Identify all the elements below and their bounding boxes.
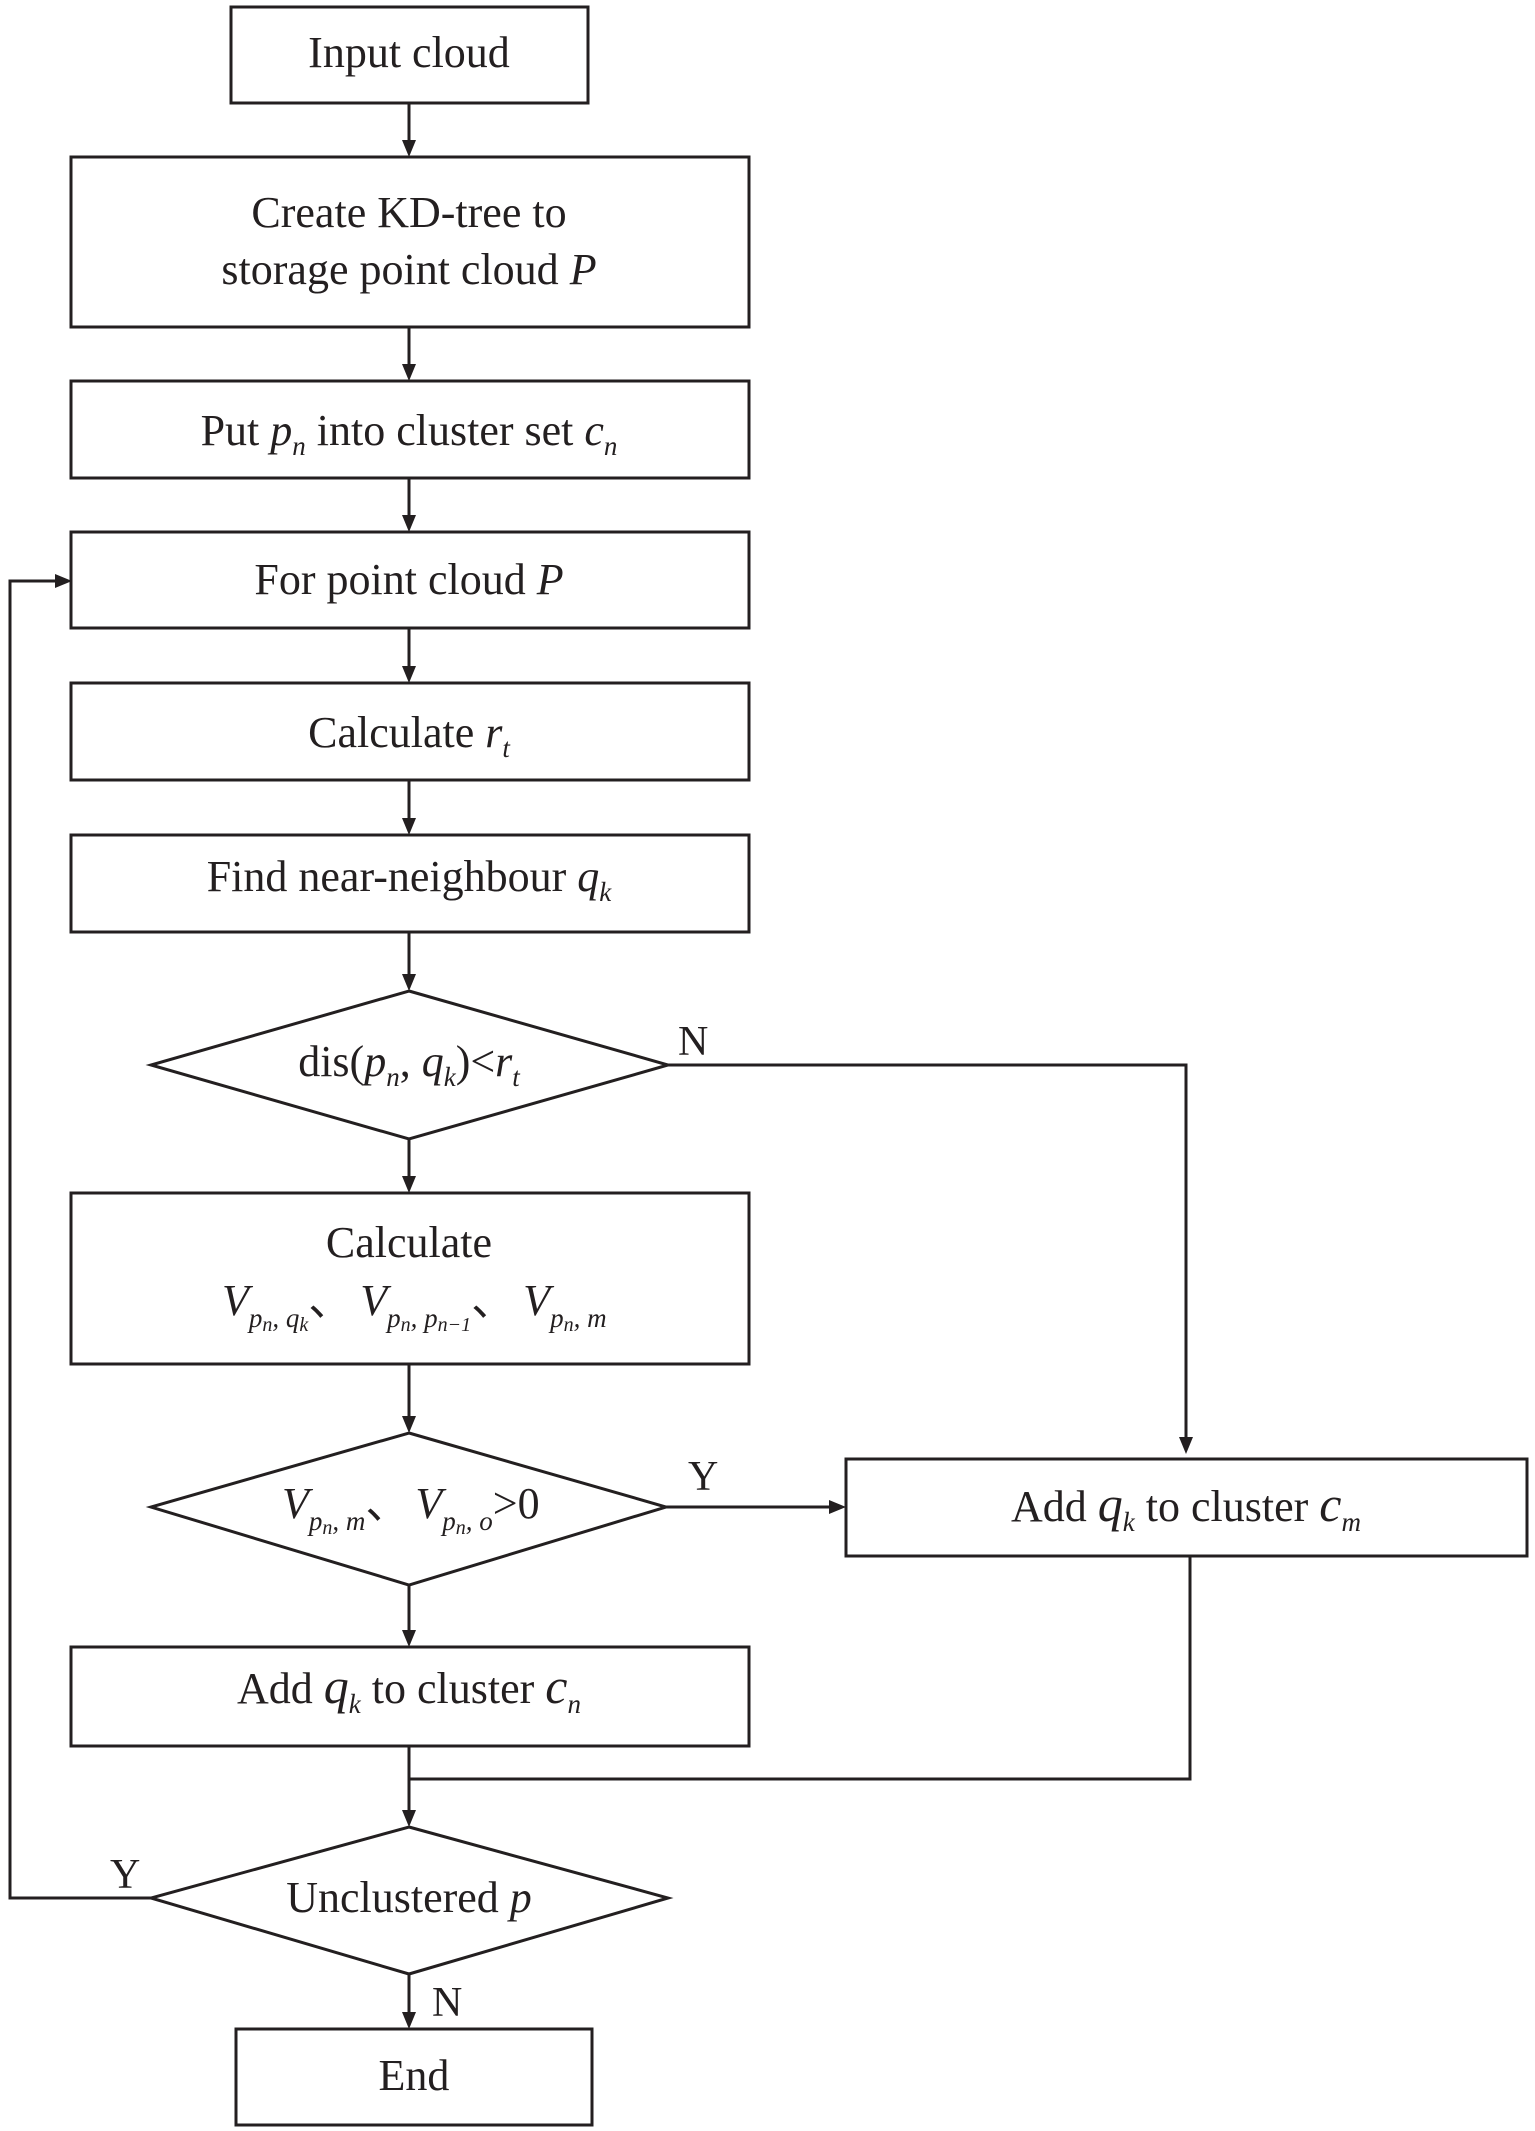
node-calculate-vectors: Calculate Vpn, qk、Vpn, pn−1、Vpn, m (69, 1191, 751, 1366)
dis-label: dis(pn, qk)<rt (298, 1037, 521, 1092)
node-add-to-cluster-cm: Add qk to cluster cm (844, 1457, 1529, 1558)
vcheck-label: Vpn, m、Vpn, o>0 (282, 1479, 540, 1539)
node-put-into-cluster-set: Put pn into cluster set cn (69, 379, 751, 480)
arrowhead (402, 2012, 416, 2029)
node-create-kdtree: Create KD-tree to storage point cloud P (69, 155, 751, 329)
edge-label-vcheck-yes: Y (688, 1454, 718, 1500)
arrowhead (402, 1416, 416, 1433)
edge-label-unclustered-yes: Y (110, 1852, 140, 1898)
arrowhead (402, 1810, 416, 1827)
put-label: Put pn into cluster set cn (201, 406, 618, 461)
arrowhead (402, 364, 416, 381)
edge-unclustered-yes-loop (8, 579, 151, 1900)
node-for-point-cloud: For point cloud P (69, 530, 751, 630)
decision-vector-check: Vpn, m、Vpn, o>0 (145, 1431, 672, 1587)
edge-label-unclustered-no: N (432, 1980, 462, 2026)
add-cn-label: Add qk to cluster cn (237, 1658, 581, 1719)
edge-addcm-merge (409, 1556, 1192, 1781)
arrowhead (402, 515, 416, 532)
node-add-to-cluster-cn: Add qk to cluster cn (69, 1645, 751, 1748)
calc-v-formula: Vpn, qk、Vpn, pn−1、Vpn, m (222, 1276, 607, 1336)
connectors (8, 103, 1193, 2029)
calc-v-title: Calculate (326, 1218, 492, 1267)
decision-unclustered: Unclustered p (145, 1825, 674, 1976)
node-end: End (234, 2027, 594, 2127)
find-label: Find near-neighbour qk (207, 852, 613, 907)
arrowhead (402, 974, 416, 991)
edge-label-dis-no: N (678, 1019, 708, 1065)
arrowhead (402, 818, 416, 835)
end-label: End (379, 2051, 450, 2100)
node-find-near-neighbour: Find near-neighbour qk (69, 833, 751, 934)
arrowhead (1179, 1437, 1193, 1454)
arrowhead (55, 574, 72, 588)
arrowhead (402, 666, 416, 683)
kdtree-label-line2: storage point cloud P (221, 245, 596, 294)
for-label: For point cloud P (254, 555, 563, 604)
decision-distance-check: dis(pn, qk)<rt (145, 989, 674, 1141)
arrowhead (402, 1630, 416, 1647)
arrowhead (402, 1176, 416, 1193)
input-cloud-label: Input cloud (308, 28, 510, 77)
arrowhead (402, 140, 416, 157)
node-calculate-rt: Calculate rt (69, 681, 751, 782)
add-cm-label: Add qk to cluster cm (1011, 1476, 1361, 1537)
unclustered-label: Unclustered p (286, 1873, 532, 1922)
kdtree-label-line1: Create KD-tree to (251, 188, 566, 237)
arrowhead (829, 1500, 846, 1514)
edge-dis-no-addcm (668, 1063, 1188, 1445)
node-input-cloud: Input cloud (229, 5, 590, 105)
calc-rt-label: Calculate rt (308, 708, 511, 763)
